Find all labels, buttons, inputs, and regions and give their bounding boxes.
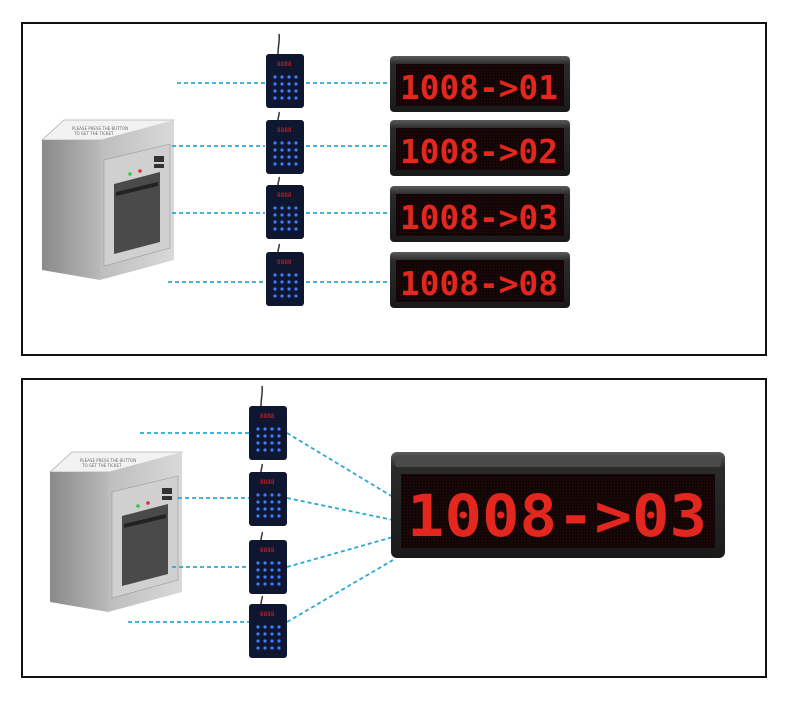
keypad-readout: 8888 (277, 127, 292, 134)
led-display-1: 1008->01 (390, 56, 570, 112)
keypad-readout: 8888 (277, 259, 292, 266)
ticket-printer: PLEASE PRESS THE BUTTON TO GET THE TICKE… (48, 451, 184, 612)
keypad-buttons-icon (273, 273, 298, 298)
keypad-buttons-icon (256, 493, 281, 518)
keypad-2: 8888 (249, 463, 287, 526)
keypad-buttons-icon (273, 75, 298, 100)
keypad-readout: 8888 (260, 547, 275, 554)
large-led-display: 1008->03 (391, 452, 725, 558)
keypad-buttons-icon (256, 625, 281, 650)
keypad-2: 8888 (266, 111, 304, 174)
red-led-icon (138, 169, 142, 173)
top-connectors (168, 82, 392, 283)
bottom-section: PLEASE PRESS THE BUTTON TO GET THE TICKE… (48, 385, 725, 658)
led-display-3: 1008->03 (390, 186, 570, 242)
led-display-text: 1008->02 (400, 132, 558, 171)
ticket-printer: PLEASE PRESS THE BUTTON TO GET THE TICKE… (40, 119, 176, 280)
printer-label-line2: TO GET THE TICKET (73, 131, 114, 136)
keypad-readout: 8888 (277, 61, 292, 68)
green-led-icon (128, 172, 132, 176)
keypad-buttons-icon (273, 206, 298, 231)
keypad-buttons-icon (273, 141, 298, 166)
led-display-2: 1008->02 (390, 120, 570, 176)
keypad-buttons-icon (256, 427, 281, 452)
keypad-readout: 8888 (260, 413, 275, 420)
printer-label-line1: PLEASE PRESS THE BUTTON (80, 458, 136, 463)
keypad-1: 8888 (249, 385, 287, 460)
keypad-3: 8888 (266, 176, 304, 239)
led-display-text: 1008->03 (400, 198, 558, 237)
keypad-3: 8888 (249, 531, 287, 594)
keypad-4: 8888 (249, 595, 287, 658)
large-led-display-text: 1008->03 (407, 482, 707, 550)
green-led-icon (136, 504, 140, 508)
led-display-text: 1008->08 (400, 264, 558, 303)
led-display-text: 1008->01 (400, 68, 558, 107)
keypad-readout: 8888 (260, 479, 275, 486)
keypad-readout: 8888 (277, 192, 292, 199)
top-section: PLEASE PRESS THE BUTTON TO GET THE TICKE… (40, 33, 570, 308)
bottom-connectors (128, 432, 394, 623)
printer-label-line2: TO GET THE TICKET (81, 463, 122, 468)
keypad-1: 8888 (266, 33, 304, 108)
keypad-buttons-icon (256, 561, 281, 586)
led-display-4: 1008->08 (390, 252, 570, 308)
keypad-4: 8888 (266, 243, 304, 306)
red-led-icon (146, 501, 150, 505)
keypad-readout: 8888 (260, 611, 275, 618)
printer-label-line1: PLEASE PRESS THE BUTTON (72, 126, 128, 131)
